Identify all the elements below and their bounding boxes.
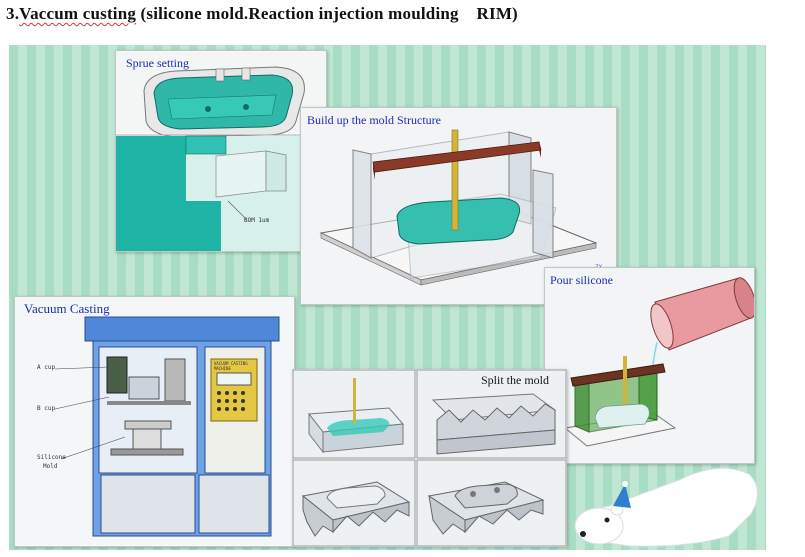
label-b-cup: B cup <box>37 405 56 412</box>
sprue-illustration <box>116 51 326 251</box>
panel-title-pour: Pour silicone <box>550 273 613 287</box>
panel-sprue-setting: Sprue setting BOM 1um <box>115 50 327 252</box>
title-misspelled-words: Vaccum custing <box>19 4 137 23</box>
page-title: 3.Vaccum custing (silicone mold.Reaction… <box>6 4 518 24</box>
illustration-board: Sprue setting BOM 1um Build up the mold … <box>9 45 766 550</box>
panel-vacuum-casting: Vacuum Casting <box>14 296 295 547</box>
sprue-tag: BOM 1um <box>244 217 270 224</box>
pour-illustration <box>545 268 754 463</box>
panel-split-mold: Split the mold <box>292 369 567 547</box>
vacuum-machine-illustration <box>15 297 294 546</box>
panel-title-vacuum: Vacuum Casting <box>24 301 110 316</box>
controller-label: VACUUM CASTING MACHINE <box>214 361 248 371</box>
panel-build-mold: Build up the mold Structure ZX <box>300 107 617 305</box>
panel-title-sprue: Sprue setting <box>126 56 189 70</box>
label-silicone: Silicone <box>37 454 66 461</box>
label-a-cup: A cup <box>37 364 56 371</box>
polar-bear-mascot <box>574 467 758 547</box>
title-rest: (silicone mold.Reaction injection mouldi… <box>136 4 518 23</box>
panel-pour-silicone: Pour silicone <box>544 267 755 464</box>
split-illustration <box>293 370 566 546</box>
title-prefix: 3. <box>6 4 20 23</box>
build-illustration <box>301 108 616 304</box>
panel-title-build: Build up the mold Structure <box>307 113 441 127</box>
label-mold: Mold <box>43 463 58 470</box>
panel-title-split: Split the mold <box>481 373 550 387</box>
